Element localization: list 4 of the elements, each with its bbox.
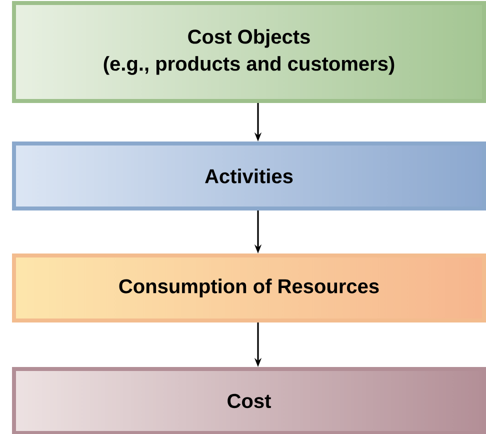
process-box: Cost Objects (e.g., products and customers) — [12, 1, 486, 103]
process-box: Activities — [12, 142, 486, 210]
process-box: Cost — [12, 367, 486, 434]
process-box: Consumption of Resources — [12, 254, 486, 322]
